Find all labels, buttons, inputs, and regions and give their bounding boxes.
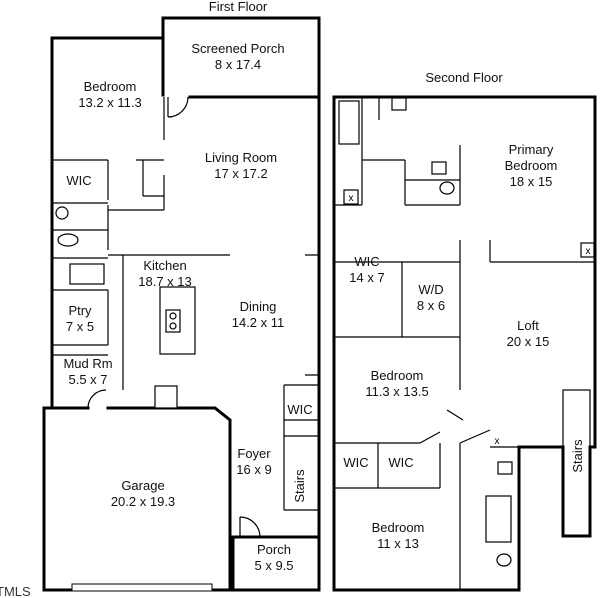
living-room-dims: 17 x 17.2 xyxy=(214,166,268,181)
lower-bathtub xyxy=(485,495,512,543)
sink-icon xyxy=(57,233,79,247)
dining-dims: 14.2 x 11 xyxy=(232,315,285,330)
stairs2-box xyxy=(562,389,591,537)
upper-sink-1 xyxy=(391,97,407,111)
bedroom2-label: Bedroom xyxy=(371,368,424,383)
pantry-label: Ptry xyxy=(68,303,92,318)
stairs2-label: Stairs xyxy=(570,439,585,473)
garage-dims: 20.2 x 19.3 xyxy=(111,494,175,509)
porch-door xyxy=(239,516,261,538)
bedroom3-label: Bedroom xyxy=(372,520,425,535)
wd-label: W/D xyxy=(418,282,443,297)
pantry-dims: 7 x 5 xyxy=(66,319,94,334)
kitchen-label: Kitchen xyxy=(143,258,186,273)
range xyxy=(154,385,178,409)
bedroom3-dims: 11 x 13 xyxy=(377,536,419,551)
watermark: TMLS xyxy=(0,584,31,598)
garage-door xyxy=(71,583,213,592)
foyer-walls xyxy=(283,384,319,511)
stairs1-label: Stairs xyxy=(292,469,307,503)
wic5-label: WIC xyxy=(388,455,413,470)
upper-toilet xyxy=(439,181,455,195)
dining-label: Dining xyxy=(240,299,277,314)
washer-dryer xyxy=(69,263,105,285)
garage-label: Garage xyxy=(121,478,164,493)
primary-bedroom-dims: 18 x 15 xyxy=(510,174,553,189)
bedroom-wic-walls xyxy=(52,97,165,259)
sink-basin-2 xyxy=(169,322,177,330)
bedroom2-walls xyxy=(334,336,519,590)
wic-wd-walls xyxy=(334,240,595,390)
linen-x-1: x xyxy=(349,193,354,204)
first-floor-exterior-wall xyxy=(42,16,321,592)
screened-porch-dims: 8 x 17.4 xyxy=(215,57,261,72)
foyer-label: Foyer xyxy=(237,446,271,461)
linen-x-3: x xyxy=(495,436,500,447)
living-room-label: Living Room xyxy=(205,150,277,165)
sink-basin-1 xyxy=(169,312,177,320)
linen-closet-2 xyxy=(580,242,595,258)
primary-bedroom-label-2: Bedroom xyxy=(505,158,558,173)
lower-toilet xyxy=(496,553,512,567)
kitchen-dims: 18.7 x 13 xyxy=(138,274,192,289)
wic3-dims: 14 x 7 xyxy=(349,270,384,285)
mudroom-door xyxy=(87,389,107,409)
lower-sink xyxy=(497,461,513,475)
wd-dims: 8 x 6 xyxy=(417,298,445,313)
linen-closet-1 xyxy=(343,189,359,205)
upper-bathtub xyxy=(338,100,360,145)
loft-dims: 20 x 15 xyxy=(507,334,550,349)
mud-room-dims: 5.5 x 7 xyxy=(68,372,107,387)
screened-porch-wall xyxy=(161,36,321,99)
first-floor-plan xyxy=(42,16,321,592)
bedroom1-label: Bedroom xyxy=(84,79,137,94)
kitchen-walls xyxy=(52,254,230,390)
mud-room-label: Mud Rm xyxy=(63,356,112,371)
porch-dims: 5 x 9.5 xyxy=(254,558,293,573)
bedroom1-dims: 13.2 x 11.3 xyxy=(78,95,141,110)
second-floor-plan: x x x xyxy=(332,95,597,592)
screened-porch-label: Screened Porch xyxy=(191,41,284,56)
wic1-label: WIC xyxy=(66,173,91,188)
wic4-label: WIC xyxy=(343,455,368,470)
screened-porch-door xyxy=(167,96,189,118)
second-floor-title: Second Floor xyxy=(425,70,503,85)
primary-bedroom-label: Primary xyxy=(509,142,554,157)
upper-sink-2 xyxy=(431,161,447,175)
foyer-dims: 16 x 9 xyxy=(236,462,271,477)
loft-label: Loft xyxy=(517,318,539,333)
porch-label: Porch xyxy=(257,542,291,557)
upper-bath-walls xyxy=(334,97,461,206)
first-floor-title: First Floor xyxy=(209,0,268,14)
linen-x-2: x xyxy=(586,246,591,257)
wic2-label: WIC xyxy=(287,402,312,417)
kitchen-counter-wall xyxy=(50,406,232,539)
toilet-icon xyxy=(55,206,69,220)
bedroom2-dims: 11.3 x 13.5 xyxy=(365,384,428,399)
wic3-label: WIC xyxy=(354,254,379,269)
dining-wall-stub xyxy=(305,254,319,376)
